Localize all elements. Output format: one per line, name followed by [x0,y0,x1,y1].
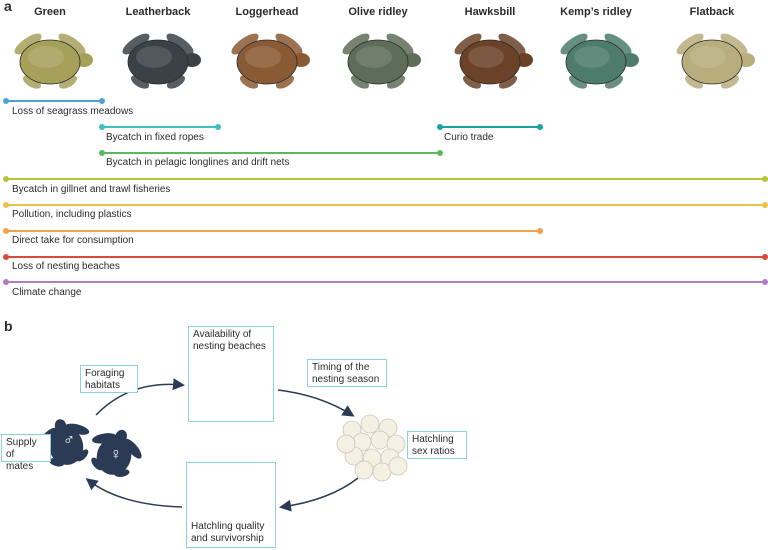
threat-end-dot-8 [762,254,768,260]
nesting-season-line-1: Timing of the [312,362,370,373]
sex-ratios-line-1: Hatchling [412,434,454,445]
species-label-flatback: Flatback [689,6,735,18]
male-turtle-silhouette [38,419,90,467]
turtle-illustration-7 [676,33,755,89]
panel-b-letter: b [4,318,13,334]
species-label-leatherback: Leatherback [125,6,191,18]
nesting-beaches-line-2: nesting beaches [193,341,266,352]
supply-of-mates-box: Supply of mates [1,434,51,472]
arrow-hatchlings-to-mates [85,478,183,508]
foraging-habitats-box: Foraging habitats [80,365,138,393]
nesting-season-line-2: nesting season [312,374,380,385]
threat-start-dot-5 [3,176,9,182]
nesting-season-box: Timing of the nesting season [307,359,387,387]
threat-end-dot-3 [537,124,543,130]
mates-line-2: mates [6,461,34,472]
arrow-nesting-to-eggs [277,389,355,417]
female-symbol-mate: ♀ [110,446,122,463]
egg-10 [354,460,374,480]
turtle-illustrations [14,33,755,89]
threat-label-direct-take: Direct take for consumption [12,235,134,246]
egg-13 [336,434,356,454]
foraging-line-2: habitats [85,380,121,391]
threat-label-fixed-ropes: Bycatch in fixed ropes [106,132,204,143]
threat-end-dot-5 [762,176,768,182]
threat-label-gillnet: Bycatch in gillnet and trawl fisheries [12,184,171,195]
female-symbol-nesting: ♀ [222,374,236,394]
threat-end-dot-7 [537,228,543,234]
threat-end-dot-1 [99,98,105,104]
egg-11 [372,462,392,482]
threat-label-curio-trade: Curio trade [444,132,494,143]
threat-start-dot-4 [99,150,105,156]
mates-line-1: Supply of [6,437,37,460]
species-label-loggerhead: Loggerhead [235,6,299,18]
threat-end-dot-4 [437,150,443,156]
nesting-beaches-line-1: Availability of [193,329,252,340]
foraging-line-1: Foraging [85,368,125,379]
threat-start-dot-9 [3,279,9,285]
threat-start-dot-1 [3,98,9,104]
species-label-green: Green [34,6,66,18]
threat-start-dot-8 [3,254,9,260]
male-symbol: ♂ [63,432,75,449]
threat-start-dot-2 [99,124,105,130]
nesting-beaches-box: Availability of nesting beaches [188,326,274,422]
threat-label-nesting-beaches: Loss of nesting beaches [12,261,120,272]
panel-a-letter: a [4,0,12,14]
threat-end-dot-9 [762,279,768,285]
egg-12 [388,456,408,476]
species-label-olive-ridley: Olive ridley [348,6,408,18]
arrow-eggs-to-hatchlings [279,477,359,512]
threat-label-climate: Climate change [12,287,82,298]
turtle-illustration-4 [342,33,421,89]
turtle-illustration-2 [122,33,201,89]
turtle-illustration-6 [560,33,639,89]
threat-label-pollution: Pollution, including plastics [12,209,132,220]
hatchling-quality-line-2: and survivorship [191,533,264,544]
threat-start-dot-6 [3,202,9,208]
threat-label-pelagic: Bycatch in pelagic longlines and drift n… [106,157,290,168]
female-turtle-silhouette [91,429,142,478]
sex-ratios-box: Hatchling sex ratios [407,431,467,459]
species-label-hawksbill: Hawksbill [464,6,516,18]
egg-5 [370,430,390,450]
sex-ratios-line-2: sex ratios [412,446,455,457]
hatchling-quality-box: Hatchling quality and survivorship [186,462,276,548]
threat-lines [3,98,768,285]
threat-end-dot-2 [215,124,221,130]
turtle-illustration-1 [14,33,93,89]
threat-end-dot-6 [762,202,768,208]
threat-label-seagrass: Loss of seagrass meadows [12,106,134,117]
threat-start-dot-7 [3,228,9,234]
turtle-illustration-3 [231,33,310,89]
hatchling-quality-line-1: Hatchling quality [191,521,265,532]
turtle-illustration-5 [454,33,533,89]
egg-2 [360,414,380,434]
species-label-kemps-ridley: Kemp’s ridley [560,6,632,18]
threat-start-dot-3 [437,124,443,130]
